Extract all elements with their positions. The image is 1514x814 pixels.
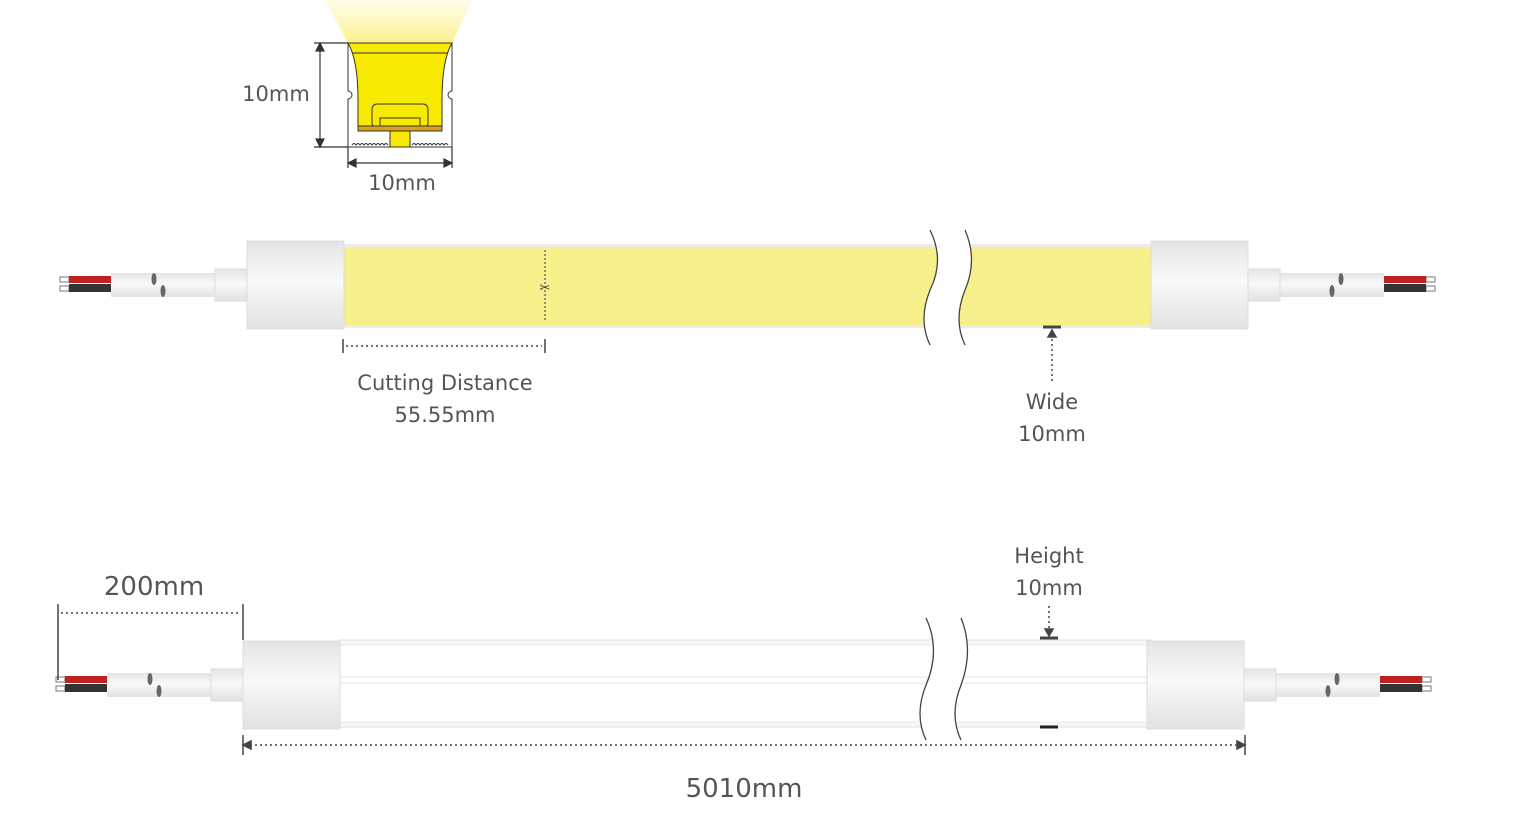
dimension-lines (314, 41, 454, 168)
lit-body (343, 247, 1155, 325)
cross-section: 10mm 10mm (242, 0, 472, 195)
wide-indicator (1043, 325, 1061, 383)
total-length-label: 5010mm (686, 774, 803, 804)
break-mark (923, 229, 973, 346)
left-connector (55, 640, 341, 730)
width-label: 10mm (368, 171, 436, 195)
lit-strip: ✂ Cutting Distance 55.55mm Wide 10mm (59, 229, 1436, 446)
right-connector (1146, 640, 1432, 730)
cutting-label: Cutting Distance (357, 371, 532, 395)
diffuser (347, 42, 453, 129)
total-length-dimension (241, 735, 1247, 755)
cutting-dimension (342, 339, 546, 353)
height-indicator (1040, 606, 1058, 640)
wide-label: Wide (1026, 390, 1078, 414)
light-beam (325, 0, 472, 43)
unlit-strip (55, 617, 1432, 741)
left-connector (59, 240, 345, 330)
lead-length-label: 200mm (104, 572, 204, 602)
right-connector (1150, 240, 1436, 330)
height-label: Height (1014, 544, 1083, 568)
break-mark (919, 617, 969, 741)
pcb (357, 125, 443, 132)
wide-value: 10mm (1018, 422, 1086, 446)
height-value: 10mm (1015, 576, 1083, 600)
cutting-value: 55.55mm (394, 403, 495, 427)
lead-length-dimension (57, 604, 244, 680)
height-label: 10mm (242, 82, 310, 106)
scissors-icon: ✂ (540, 281, 551, 296)
